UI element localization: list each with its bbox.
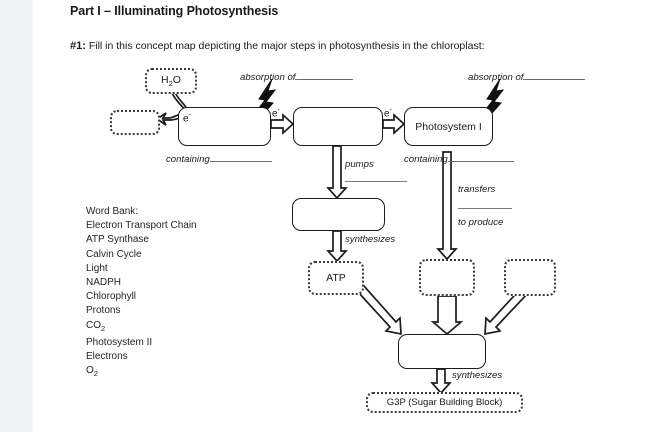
- co2-text: CO: [86, 319, 101, 331]
- label-containing-right: containing: [404, 152, 514, 165]
- blank-containing-left[interactable]: [209, 152, 272, 162]
- electron-label-psi-in: e-: [384, 107, 392, 120]
- node-photosystem-two-blank[interactable]: [178, 107, 271, 146]
- electron-label-etc-in: e-: [272, 107, 280, 120]
- node-electron-transport-chain-blank[interactable]: [293, 107, 383, 146]
- word-bank-item-light: Light: [86, 262, 108, 274]
- label-transfers: transfers: [458, 184, 496, 195]
- label-containing-left: containing: [166, 152, 272, 165]
- blank-absorption-right[interactable]: [523, 70, 586, 80]
- word-bank-item-atp-synthase: ATP Synthase: [86, 234, 149, 246]
- label-absorption-left: absorption of: [240, 70, 354, 83]
- water-label: H2O: [161, 73, 181, 89]
- node-photosystem-one[interactable]: Photosystem I: [404, 107, 493, 146]
- node-g3p[interactable]: G3P (Sugar Building Block): [366, 392, 523, 413]
- node-oxygen-blank[interactable]: [110, 110, 160, 135]
- left-margin-strip: [0, 0, 33, 432]
- question-prompt: #1: Fill in this concept map depicting t…: [70, 40, 485, 52]
- o2-subscript: 2: [93, 369, 98, 379]
- node-calvin-cycle-blank[interactable]: [398, 334, 486, 369]
- page-title: Part I – Illuminating Photosynthesis: [70, 4, 279, 18]
- blank-absorption-left[interactable]: [295, 70, 354, 80]
- word-bank-item-o2: O2: [86, 364, 197, 381]
- word-bank-heading: Word Bank:: [86, 206, 139, 217]
- word-bank-item-chlorophyll: Chlorophyll: [86, 291, 137, 303]
- label-synthesizes-g3p: synthesizes: [452, 370, 503, 381]
- word-bank-item-electrons: Electrons: [86, 351, 128, 363]
- word-bank: Word Bank: Electron Transport Chain ATP …: [86, 205, 197, 381]
- blank-containing-right[interactable]: [447, 152, 514, 162]
- blank-pumps[interactable]: [345, 181, 407, 182]
- node-atp-synthase-blank[interactable]: [292, 198, 385, 231]
- word-bank-item-etc: Electron Transport Chain: [86, 220, 197, 232]
- word-bank-item-co2: CO2: [86, 319, 197, 336]
- blank-transfers[interactable]: [458, 208, 512, 209]
- o2-text: O: [86, 365, 94, 377]
- node-co2-blank[interactable]: [504, 259, 556, 296]
- label-to-produce: to produce: [458, 217, 504, 228]
- word-bank-item-nadph: NADPH: [86, 277, 122, 289]
- node-atp[interactable]: ATP: [308, 261, 364, 295]
- word-bank-item-protons: Protons: [86, 305, 121, 317]
- electron-label-psii: e-: [183, 112, 191, 125]
- word-bank-item-calvin-cycle: Calvin Cycle: [86, 248, 142, 260]
- node-water[interactable]: H2O: [145, 68, 197, 94]
- question-number: #1:: [70, 40, 86, 52]
- question-text: Fill in this concept map depicting the m…: [85, 40, 485, 52]
- word-bank-item-photosystem-ii: Photosystem II: [86, 336, 153, 348]
- label-absorption-right: absorption of: [468, 70, 586, 83]
- label-synthesizes-atp: synthesizes: [345, 234, 396, 245]
- label-pumps: pumps: [345, 159, 374, 170]
- co2-subscript: 2: [101, 323, 106, 333]
- node-nadph-blank[interactable]: [419, 259, 475, 296]
